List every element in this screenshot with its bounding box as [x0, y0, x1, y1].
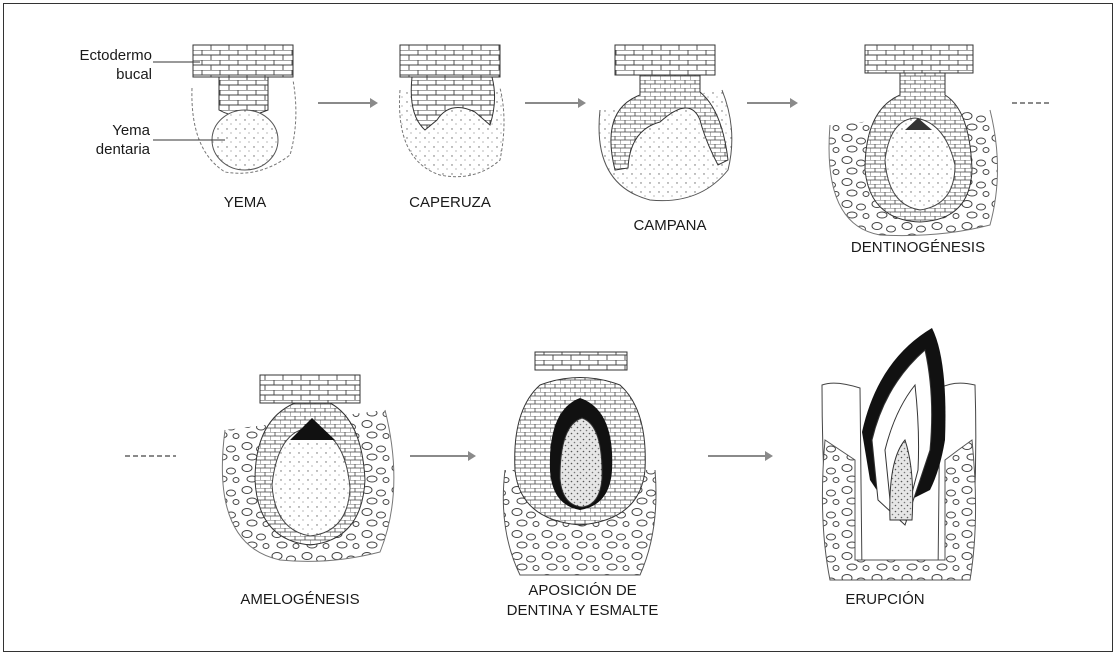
stage-label-erupcion: ERUPCIÓN	[830, 590, 940, 610]
stage-label-caperuza: CAPERUZA	[395, 193, 505, 213]
arrow-aposicion-erupcion	[708, 451, 773, 461]
stage-caperuza-drawing	[400, 45, 505, 177]
arrow-caperuza-campana	[525, 98, 586, 108]
stage-amelogenesis-drawing	[125, 375, 394, 561]
annotation-yema-dentaria: Yema dentaria	[32, 121, 150, 159]
stage-yema-drawing	[153, 45, 296, 173]
stage-label-aposicion: APOSICIÓN DE DENTINA Y ESMALTE	[500, 581, 665, 621]
arrow-campana-dentinogenesis	[747, 98, 798, 108]
stage-label-campana: CAMPANA	[615, 216, 725, 236]
stage-campana-drawing	[599, 45, 732, 201]
arrow-amelogenesis-aposicion	[410, 451, 476, 461]
stage-aposicion-drawing	[503, 352, 656, 575]
stage-erupcion-drawing	[822, 328, 976, 580]
stage-label-yema: YEMA	[205, 193, 285, 213]
annotation-ectodermo-bucal: Ectodermo bucal	[32, 46, 152, 84]
stage-label-dentinogenesis: DENTINOGÉNESIS	[838, 238, 998, 258]
stage-label-amelogenesis: AMELOGÉNESIS	[230, 590, 370, 610]
stage-dentinogenesis-drawing	[829, 45, 1050, 236]
arrow-yema-caperuza	[318, 98, 378, 108]
